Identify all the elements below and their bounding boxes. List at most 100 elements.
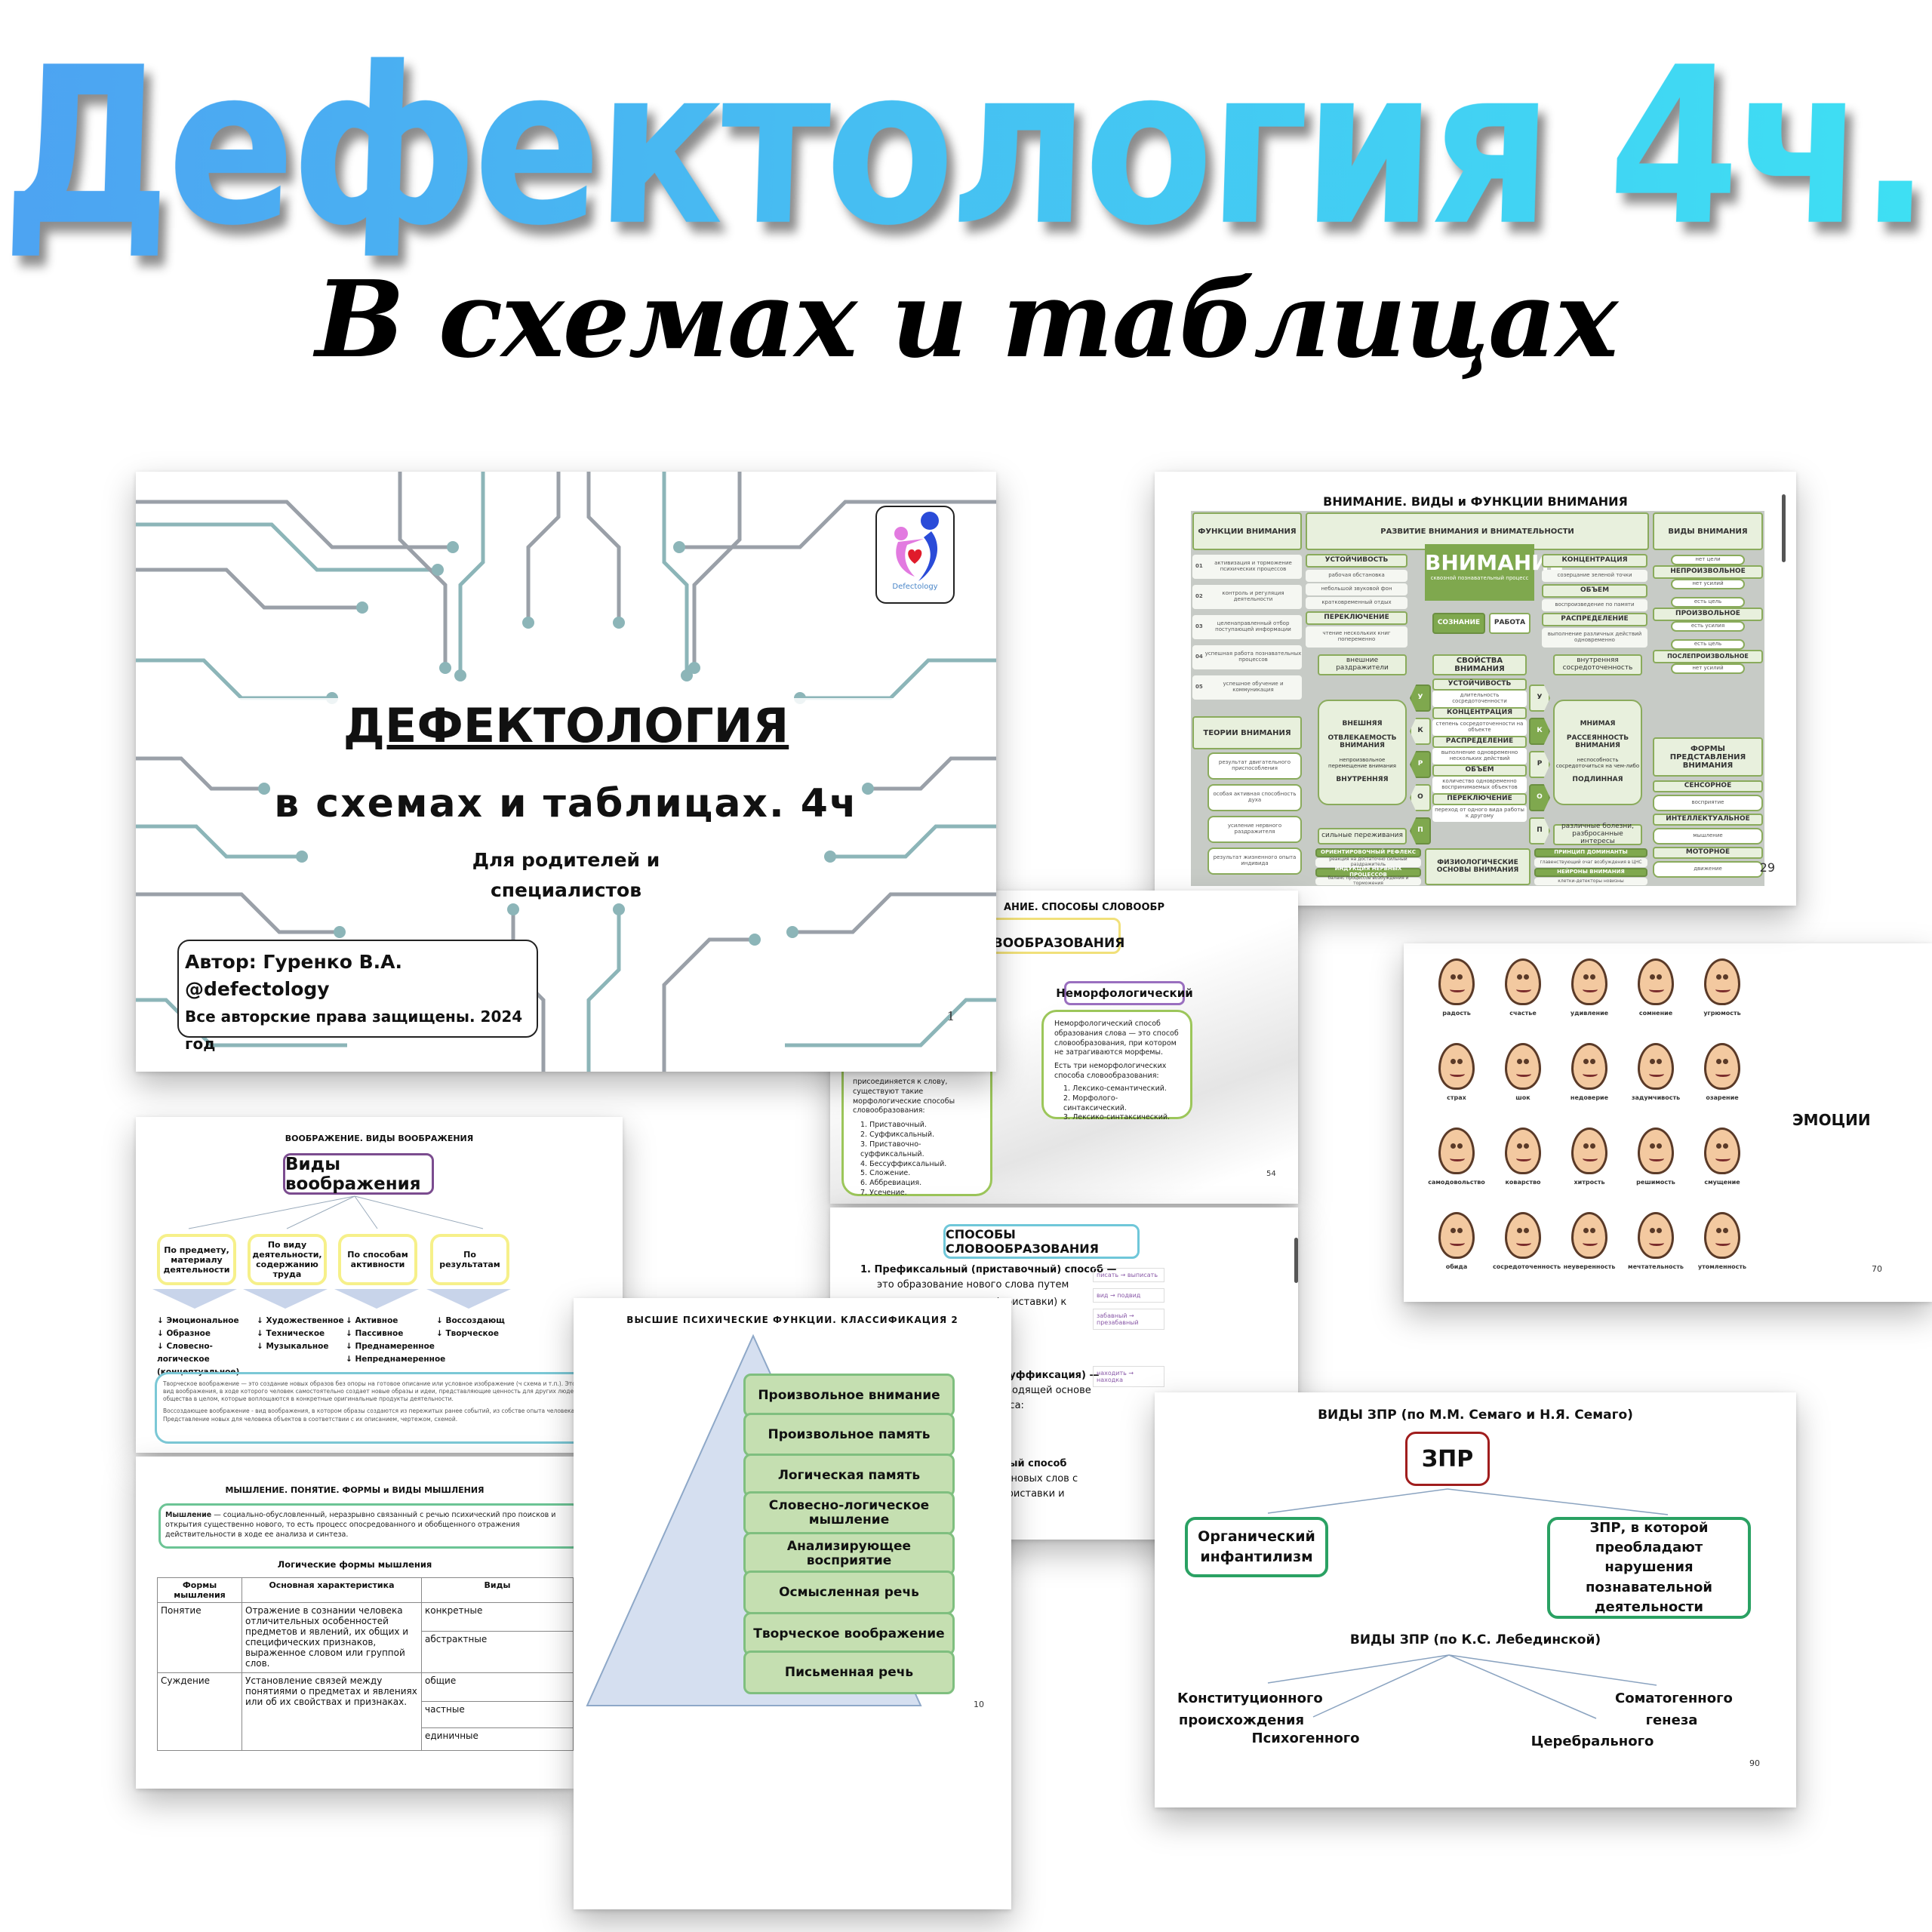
scrollbar[interactable] (1294, 1238, 1298, 1283)
pyramid-item: Творческое воображение (743, 1612, 955, 1656)
pyramid-item: Словесно-логическое мышление (743, 1491, 955, 1535)
face: решимость (1626, 1128, 1686, 1186)
face: неуверенность (1559, 1212, 1620, 1270)
face: сосредоточенность (1493, 1212, 1561, 1270)
face: задумчивость (1626, 1043, 1686, 1101)
slide-title: МЫШЛЕНИЕ. ПОНЯТИЕ. ФОРМЫ и ВИДЫ МЫШЛЕНИЯ (225, 1485, 485, 1495)
theories-list: результат двигательного приспособления о… (1192, 752, 1302, 875)
pyramid-item: Произвольное память (743, 1413, 955, 1457)
types-header: ВИДЫ ВНИМАНИЯ (1653, 512, 1763, 550)
face-joy: радость (1426, 958, 1487, 1017)
property-letters-left: У К Р О П (1410, 685, 1431, 844)
table-title: Логические формы мышления (277, 1559, 432, 1570)
zpr-root-box: ЗПР (1405, 1432, 1490, 1486)
pyramid-item: Произвольное внимание (743, 1374, 955, 1417)
pyramid-item: Письменная речь (743, 1651, 955, 1694)
section-title: ВИДЫ ЗПР (по К.С. Лебединской) (1349, 1632, 1601, 1647)
slide-title: ВООБРАЖЕНИЕ. ВИДЫ ВООБРАЖЕНИЯ (285, 1134, 474, 1143)
scrollbar[interactable] (1782, 494, 1786, 562)
face: счастье (1493, 958, 1553, 1017)
face: хитрость (1559, 1128, 1620, 1186)
forms-list: СЕНСОРНОЕ восприятие ИНТЕЛЛЕКТУАЛЬНОЕ мы… (1653, 780, 1763, 878)
faces-grid: радость счастье удивление сомнение угрюм… (1426, 958, 1758, 1291)
page-number: 1 (946, 1009, 955, 1023)
face: удивление (1559, 958, 1620, 1017)
functions-list: 01 активизация и торможение психических … (1192, 555, 1302, 700)
theories-header: ТЕОРИИ ВНИМАНИЯ (1192, 716, 1302, 749)
connector-lines (1267, 1488, 1669, 1719)
category-box: По способам активности (338, 1234, 417, 1285)
main-title: Дефектология 4ч. (0, 20, 1932, 273)
page-number: 70 (1872, 1264, 1882, 1274)
face: мечтательность (1626, 1212, 1686, 1270)
type-label: Психогенного (1251, 1730, 1360, 1746)
page-number: 90 (1749, 1758, 1760, 1768)
subtitle: В схемах и таблицах (315, 258, 1618, 382)
absentmind-block: МНИМАЯ РАССЕЯННОСТЬ ВНИМАНИЯ неспособнос… (1553, 700, 1642, 805)
types-list: нет цели НЕПРОИЗВОЛЬНОЕ нет усилий есть … (1653, 555, 1763, 674)
chevron-down-icon (426, 1289, 511, 1309)
definition-box: Мышление — социально-обусловленный, нера… (158, 1503, 574, 1549)
type-label: Церебрального (1531, 1734, 1654, 1749)
category-items: ↓ Художественное ↓ Техническое ↓ Музыкал… (257, 1316, 344, 1351)
face: сомнение (1626, 958, 1686, 1017)
category-box: По виду деятельности, содержанию труда (248, 1234, 327, 1285)
face: недоверие (1559, 1043, 1620, 1101)
properties-header: СВОЙСТВА ВНИМАНИЯ (1432, 654, 1527, 675)
type-label: Конституционного происхождения (1177, 1690, 1323, 1728)
slide-emotions: радость счастье удивление сомнение угрюм… (1404, 943, 1932, 1302)
author-box: Автор: Гуренко В.А. @defectology Все авт… (177, 940, 538, 1053)
functions-header: ФУНКЦИИ ВНИМАНИЯ (1192, 512, 1302, 550)
nonmorph-box: Неморфологический способ образования сло… (1041, 1010, 1192, 1121)
face: самодовольство (1426, 1128, 1487, 1186)
slide-title: ВЫСШИЕ ПСИХИЧЕСКИЕ ФУНКЦИИ. КЛАССИФИКАЦИ… (626, 1315, 958, 1325)
page-number: 29 (1759, 860, 1775, 875)
face: обида (1426, 1212, 1487, 1270)
forms-header: ФОРМЫ ПРЕДСТАВЛЕНИЯ ВНИМАНИЯ (1653, 737, 1763, 777)
slide-higher-mental-functions: ВЫСШИЕ ПСИХИЧЕСКИЕ ФУНКЦИИ. КЛАССИФИКАЦИ… (574, 1298, 1011, 1909)
development-header: РАЗВИТИЕ ВНИМАНИЯ И ВНИМАТЕЛЬНОСТИ (1306, 512, 1649, 550)
chevron-down-icon (243, 1289, 328, 1309)
header-box: Виды воображения (283, 1153, 434, 1195)
nonmorph-title: Неморфологический (1056, 981, 1193, 1005)
examples-list: писать → выписать вид → подвид забавный … (1093, 1268, 1164, 1387)
logic-forms-table: Формы мышления Основная характеристика В… (157, 1577, 574, 1751)
property-letters-right: У К Р О П (1529, 685, 1550, 844)
attention-center: ВНИМАНИЕ сквозной познавательный процесс (1425, 544, 1564, 601)
face: смущение (1692, 1128, 1752, 1186)
category-items: ↓ Активное ↓ Пассивное ↓ Преднамеренное … (346, 1316, 446, 1364)
family-heart-icon (894, 512, 939, 581)
slide-attention: ВНИМАНИЕ. ВИДЫ и ФУНКЦИИ ВНИМАНИЯ ФУНКЦИ… (1155, 472, 1796, 906)
attention-diagram: ФУНКЦИИ ВНИМАНИЯ 01 активизация и тормож… (1191, 511, 1764, 886)
page-number: 54 (1266, 1170, 1276, 1178)
pyramid-item: Анализирующее восприятие (743, 1532, 955, 1576)
properties-list: УСТОЙЧИВОСТЬ длительность сосредоточенно… (1432, 678, 1527, 822)
category-box: По результатам (430, 1234, 509, 1285)
distraction-block: ВНЕШНЯЯ ОТВЛЕКАЕМОСТЬ ВНИМАНИЯ непроизво… (1318, 700, 1407, 805)
category-box: По предмету, материалу деятельности (157, 1234, 236, 1285)
face: утомленность (1692, 1212, 1752, 1270)
connector-lines (188, 1195, 484, 1229)
page-number: 10 (974, 1700, 984, 1709)
face: шок (1493, 1043, 1553, 1101)
slide-imagination: ВООБРАЖЕНИЕ. ВИДЫ ВООБРАЖЕНИЯ Виды вообр… (136, 1117, 623, 1453)
face: угрюмость (1692, 958, 1752, 1017)
cover-title: ДЕФЕКТОЛОГИЯ (136, 698, 996, 753)
slide-cover: Defectology ДЕФЕКТОЛОГИЯ в схемах и табл… (136, 472, 996, 1072)
dev-stability: УСТОЙЧИВОСТЬ (1306, 554, 1407, 568)
chevron-down-icon (334, 1289, 419, 1309)
slide-title: ВИДЫ ЗПР (по М.М. Семаго и Н.Я. Семаго) (1318, 1407, 1633, 1423)
type-box-cognitive: ЗПР, в которой преобладают нарушения поз… (1547, 1517, 1751, 1619)
face: озарение (1692, 1043, 1752, 1101)
category-items: ↓ Воссоздающ ↓ Творческое (436, 1316, 505, 1338)
face: страх (1426, 1043, 1487, 1101)
table-row: Суждение Установление связей между понят… (157, 1672, 574, 1751)
type-label: Соматогенного генеза (1615, 1690, 1733, 1728)
defectology-logo: Defectology (875, 506, 955, 604)
slide-title: ВНИМАНИЕ. ВИДЫ и ФУНКЦИИ ВНИМАНИЯ (1323, 494, 1628, 509)
slide-thinking: МЫШЛЕНИЕ. ПОНЯТИЕ. ФОРМЫ и ВИДЫ МЫШЛЕНИЯ… (136, 1457, 574, 1789)
emotions-title: ЭМОЦИИ (1792, 1111, 1871, 1129)
face: коварство (1493, 1128, 1553, 1186)
cover-audience: Для родителей и специалистов (472, 849, 660, 901)
slide-zpr-types: ВИДЫ ЗПР (по М.М. Семаго и Н.Я. Семаго) … (1155, 1392, 1796, 1807)
